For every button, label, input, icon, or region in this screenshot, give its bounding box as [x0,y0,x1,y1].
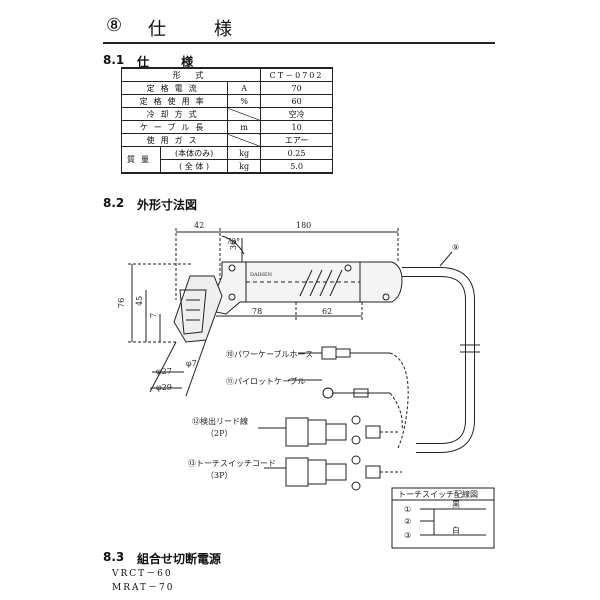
dim-36: 36 [229,240,238,250]
section-8-2-title: 外形寸法図 [137,198,198,212]
spec-row: 冷却方式 空冷 [120,107,333,121]
power-source-1: VRCT－60 [112,569,173,579]
wiring-title: トーチスイッチ配線図 [398,489,478,499]
dim-42: 42 [194,221,204,230]
spec-unit: A [227,81,262,95]
section-8-1-title: 仕 様 [137,55,208,69]
spec-table: 形 式 CT－0702 定格電流 A 70 定格使用率 % 60 冷却方式 空冷… [120,67,333,174]
spec-value: 0.25 [260,146,333,160]
callout-10: ⑩パワーケーブルホース [226,349,313,359]
dim-angle: 70° [226,237,240,246]
spec-row: ケーブル長 m 10 [120,120,333,134]
wiring-pin-3: ③ [404,531,411,540]
chapter-number: ⑧ [106,15,123,36]
spec-unit: kg [227,159,262,174]
dim-phi7: φ7 [186,359,197,368]
spec-row: 質量 (本体のみ) kg 0.25 [121,146,333,174]
callout-9: ⑨ [452,243,459,252]
wiring-black: 黒 [452,500,460,509]
spec-row: ( 全 体 ) kg 5.0 [122,159,333,174]
spec-row: 定格使用率 % 60 [120,94,333,108]
dim-45: 45 [135,296,144,306]
chapter-title: 仕様 [148,19,280,40]
spec-header-row: 形 式 CT－0702 [120,67,333,82]
wiring-pin-1: ① [404,505,411,514]
dim-180: 180 [296,221,311,230]
spec-row: 使用ガス エアー [120,133,333,147]
section-8-2-number: 8.2 [103,196,125,210]
spec-mass-sub: ( 全 体 ) [159,159,229,174]
spec-unit: kg [227,146,262,160]
spec-value: 5.0 [260,159,333,174]
dim-76: 76 [117,298,126,308]
spec-unit-blank [227,107,262,121]
dim-78: 78 [252,307,262,316]
brand-label: DAIHEN [250,272,273,278]
spec-mass-label: 質量 [121,146,161,174]
callout-13: ⑬トーチスイッチコード [188,459,276,468]
spec-unit-blank [227,133,262,147]
dim-phi27: φ27 [156,367,172,376]
callout-11: ⑪パイロットケーブル [226,376,306,386]
title-underline [103,12,495,44]
wiring-pin-2: ② [404,517,411,526]
power-source-2: MRAT－70 [112,583,175,593]
callout-12: ⑫検出リード線 [192,416,248,426]
section-8-3-title: 組合せ切断電源 [137,552,222,566]
wiring-white: 白 [452,525,460,535]
dim-phi29: φ29 [156,383,172,392]
section-8-3-number: 8.3 [103,550,125,564]
dim-62: 62 [322,307,332,316]
section-8-1-number: 8.1 [103,53,125,67]
spec-mass-sub: (本体のみ) [159,146,229,160]
callout-12-pins: （2P） [206,429,232,438]
callout-13-pins: （3P） [206,471,232,480]
dim-7: 7 [149,313,158,318]
